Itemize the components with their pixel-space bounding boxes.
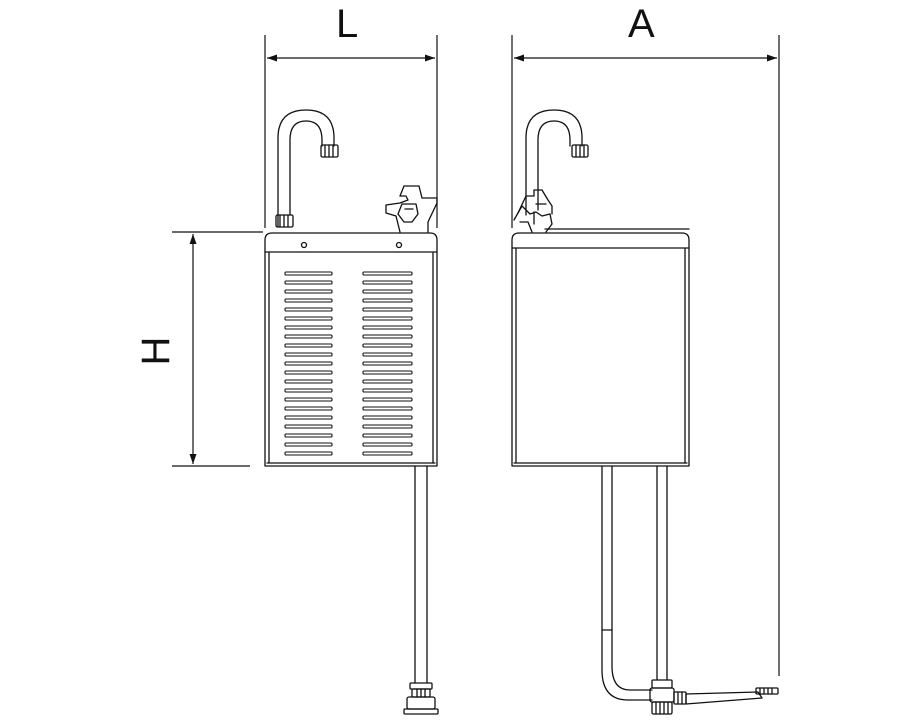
ventilation-louvers: [284, 271, 413, 456]
louver-slat: [284, 334, 333, 339]
louver-slat: [362, 334, 413, 339]
louver-slat: [362, 370, 413, 375]
side-valve: [649, 679, 687, 715]
dimension-lines: [172, 35, 780, 676]
louver-slat: [362, 379, 413, 384]
louver-slat: [284, 397, 333, 402]
louver-slat: [362, 406, 413, 411]
side-bubbler: [513, 189, 553, 233]
louver-slat: [284, 280, 333, 285]
louver-slat: [362, 433, 413, 438]
louver-slat: [284, 433, 333, 438]
louver-slat: [284, 442, 333, 447]
louver-slat: [284, 388, 333, 393]
louver-slat: [284, 298, 333, 303]
louver-slat: [362, 316, 413, 321]
side-view: [511, 109, 779, 715]
louver-slat: [362, 451, 413, 456]
louver-slat: [362, 271, 413, 276]
louver-slat: [362, 298, 413, 303]
height-dimension-label: H: [134, 336, 178, 366]
louver-slat: [362, 424, 413, 429]
louver-slat: [284, 352, 333, 357]
front-bubbler: [385, 185, 438, 233]
louver-slat: [362, 352, 413, 357]
width-dimension-label: L: [336, 2, 359, 46]
dimension-width: [264, 35, 438, 228]
front-view: [264, 109, 439, 715]
louver-slat: [284, 325, 333, 330]
louver-slat: [362, 289, 413, 294]
side-supply-pipe: [601, 465, 653, 701]
front-pipe: [414, 465, 428, 684]
side-foot-pedal: [685, 687, 779, 705]
louver-slat: [284, 379, 333, 384]
louver-slat: [284, 307, 333, 312]
louver-slat: [284, 289, 333, 294]
louver-slat: [362, 325, 413, 330]
louver-slat: [362, 415, 413, 420]
louver-slat: [284, 316, 333, 321]
louver-slat: [284, 361, 333, 366]
louver-slat: [284, 370, 333, 375]
louver-slat: [362, 388, 413, 393]
side-cabinet: [511, 228, 690, 467]
front-faucet: [275, 109, 339, 228]
louver-slat: [284, 406, 333, 411]
louver-slat: [284, 451, 333, 456]
side-front-pipe: [656, 465, 668, 681]
front-foot-valve: [403, 682, 439, 715]
dimension-depth: [511, 35, 780, 676]
louver-slat: [362, 307, 413, 312]
dimension-height: [172, 231, 263, 467]
depth-dimension-label: A: [628, 2, 655, 46]
louver-slat: [284, 271, 333, 276]
side-faucet: [525, 109, 589, 216]
louver-slat: [362, 442, 413, 447]
louver-slat: [284, 415, 333, 420]
louver-slat: [362, 397, 413, 402]
louver-slat: [284, 343, 333, 348]
front-cabinet: [264, 232, 438, 467]
louver-slat: [362, 361, 413, 366]
louver-slat: [284, 424, 333, 429]
louver-slat: [362, 343, 413, 348]
louver-slat: [362, 280, 413, 285]
